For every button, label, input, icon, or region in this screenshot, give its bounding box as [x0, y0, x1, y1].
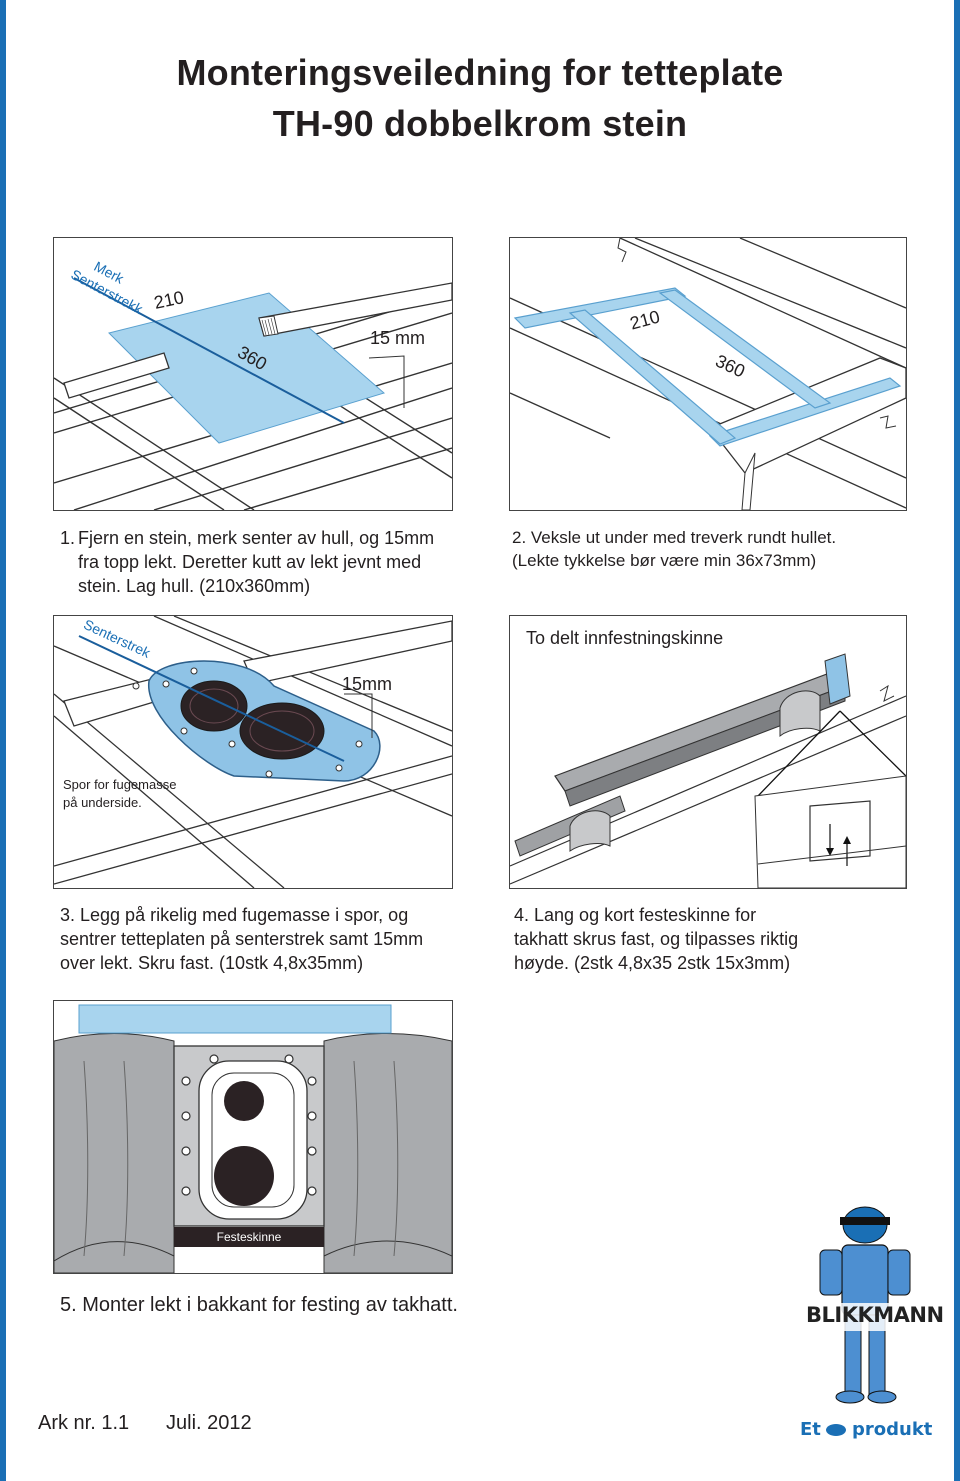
step2-caption: 2. Veksle ut under med treverk rundt hul…	[512, 528, 837, 547]
step3-15mm-label: 15mm	[342, 674, 393, 694]
step1-number: 1.	[60, 528, 76, 548]
blikkmann-logo: BLIKKMANN Et produkt	[800, 1195, 944, 1445]
spor-label: Spor for fugemasse på underside.	[63, 777, 177, 810]
step2-caption-2: (Lekte tykkelse bør være min 36x73mm)	[512, 551, 817, 570]
brand-name: BLIKKMANN	[806, 1303, 944, 1327]
step3-caption: 3. Legg på rikelig med fugemasse i spor,…	[60, 905, 424, 973]
step5-caption: 5. Monter lekt i bakkant for festing av …	[60, 1294, 458, 1316]
festeskinne-label: Festeskinne	[216, 1230, 282, 1244]
step2-illustration: 210 360	[509, 237, 907, 511]
date-label: Juli. 2012	[166, 1412, 252, 1434]
page-subtitle: TH-90 dobbelkrom stein	[272, 103, 688, 144]
to-delt-label: To delt innfestningskinne	[526, 628, 724, 648]
tagline-suffix: produkt	[852, 1419, 933, 1440]
step4-illustration: To delt innfestningskinne	[509, 615, 907, 889]
step1-caption: Fjern en stein, merk senter av hull, og …	[78, 528, 435, 596]
step3-illustration: Senterstrek 15mm Spor for fugemasse på u…	[53, 615, 453, 889]
step5-illustration: Festeskinne	[53, 1000, 453, 1274]
dim-15mm-label: 15 mm	[370, 328, 426, 348]
step1-illustration: Merk Senterstrekk 210 360 15 mm	[53, 237, 453, 511]
left-border	[0, 0, 6, 1481]
step4-caption: 4. Lang og kort festeskinne for takhatt …	[514, 905, 799, 973]
right-border	[954, 0, 960, 1481]
sheet-number: Ark nr. 1.1	[38, 1412, 130, 1434]
page-title: Monteringsveiledning for tetteplate	[176, 52, 784, 93]
tagline-prefix: Et	[800, 1419, 821, 1440]
